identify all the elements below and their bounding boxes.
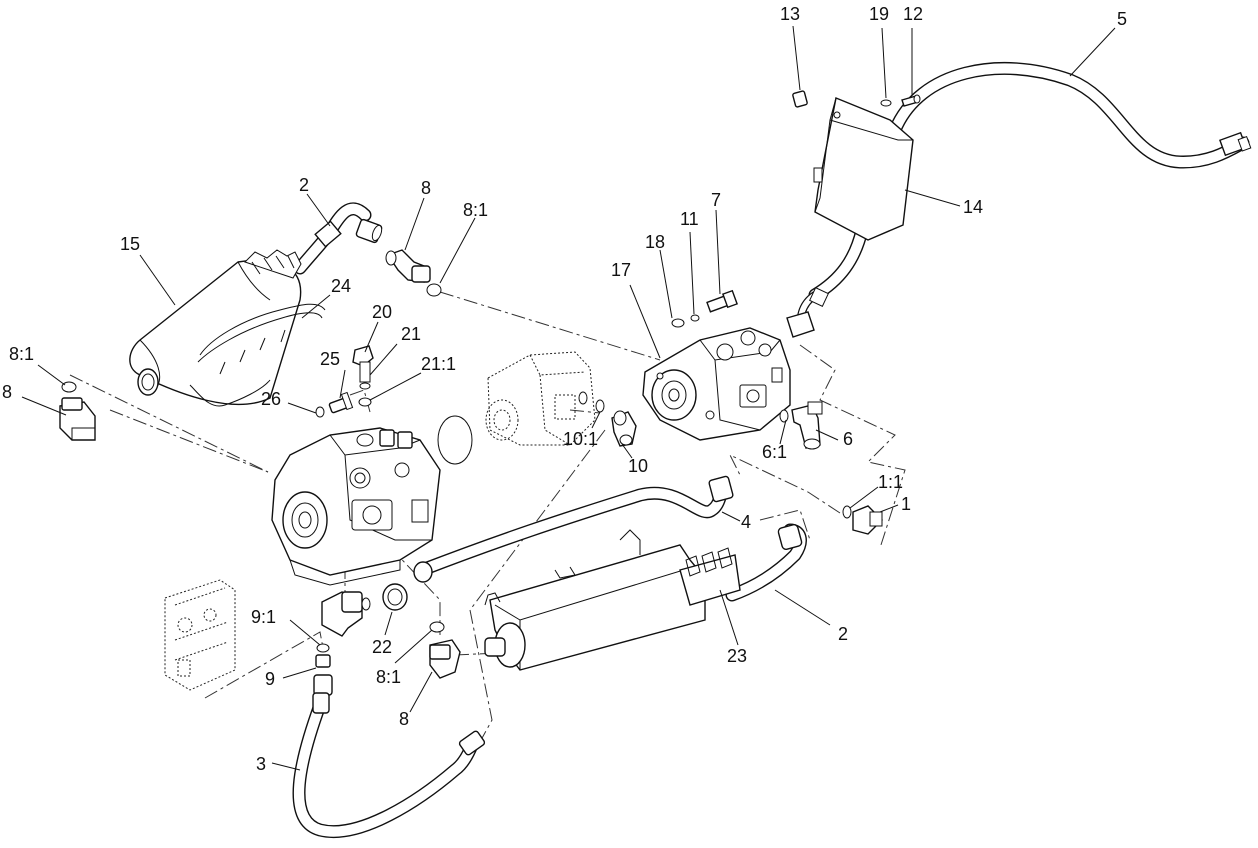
- callout-8-1-top: 8:1: [463, 200, 488, 220]
- callout-1-1: 1:1: [878, 472, 903, 492]
- fasteners-13-19-12: [792, 90, 921, 108]
- callout-1: 1: [901, 494, 911, 514]
- hydraulic-motor-17: [642, 327, 791, 441]
- hose-2-bottom: [725, 523, 807, 602]
- callout-18: 18: [645, 232, 665, 252]
- bracket-24: [189, 303, 326, 407]
- heat-shield-15: [129, 249, 302, 406]
- gear-pump-dotted: [437, 351, 605, 465]
- callout-8-left: 8: [2, 382, 12, 402]
- callout-10: 10: [628, 456, 648, 476]
- callout-21-1: 21:1: [421, 354, 456, 374]
- clamp-22: [382, 583, 408, 611]
- callout-11: 11: [680, 209, 699, 229]
- callout-26: 26: [261, 389, 281, 409]
- fitting-9: [313, 643, 333, 696]
- pump-fittings-20-21-25-26: [315, 345, 374, 418]
- hose-3: [292, 692, 486, 838]
- callout-24: 24: [331, 276, 351, 296]
- callout-labels: 13 19 12 5 14 2 8 8:1 15 24 18 11 7 17 2…: [2, 4, 1127, 774]
- callout-3: 3: [256, 754, 266, 774]
- callout-4: 4: [741, 512, 751, 532]
- heat-shield-14: [813, 97, 914, 241]
- elbow-fitting-8-top: [385, 249, 442, 297]
- callout-14: 14: [963, 197, 983, 217]
- callout-2-bottom: 2: [838, 624, 848, 644]
- callout-2-top: 2: [299, 175, 309, 195]
- callout-25: 25: [320, 349, 340, 369]
- callout-20: 20: [372, 302, 392, 322]
- washers-bolt-18-11-7: [671, 289, 738, 328]
- callout-9-1: 9:1: [251, 607, 276, 627]
- callout-6: 6: [843, 429, 853, 449]
- elbow-fitting-10: [611, 410, 637, 447]
- callout-8-1-bottom: 8:1: [376, 667, 401, 687]
- leader-lines: [21, 25, 1116, 771]
- callout-15: 15: [120, 234, 140, 254]
- callout-13: 13: [780, 4, 800, 24]
- callout-9: 9: [265, 669, 275, 689]
- callout-8-bottom: 8: [399, 709, 409, 729]
- main-pump: [271, 427, 441, 586]
- callout-12: 12: [903, 4, 923, 24]
- callout-8-1-left: 8:1: [9, 344, 34, 364]
- oil-cooler-23: [484, 529, 741, 671]
- control-valve-dotted: [164, 579, 236, 691]
- hose-4: [413, 475, 734, 583]
- callout-6-1: 6:1: [762, 442, 787, 462]
- assembly-centerlines: [69, 291, 906, 761]
- callout-21: 21: [401, 324, 421, 344]
- elbow-fitting-8-bottom: [429, 621, 461, 679]
- callout-23: 23: [727, 646, 747, 666]
- straight-fitting-1: [842, 505, 883, 535]
- callout-10-1: 10:1: [563, 429, 598, 449]
- callout-19: 19: [869, 4, 889, 24]
- callout-22: 22: [372, 637, 392, 657]
- callout-8-top: 8: [421, 178, 431, 198]
- hose-2-top: [293, 202, 383, 275]
- callout-5: 5: [1117, 9, 1127, 29]
- callout-17: 17: [611, 260, 631, 280]
- callout-7: 7: [711, 190, 721, 210]
- elbow-fitting-lower-center: [321, 591, 371, 637]
- elbow-fitting-8-left: [59, 381, 96, 441]
- tee-fitting-6: [779, 401, 823, 450]
- hose-5: [786, 62, 1252, 338]
